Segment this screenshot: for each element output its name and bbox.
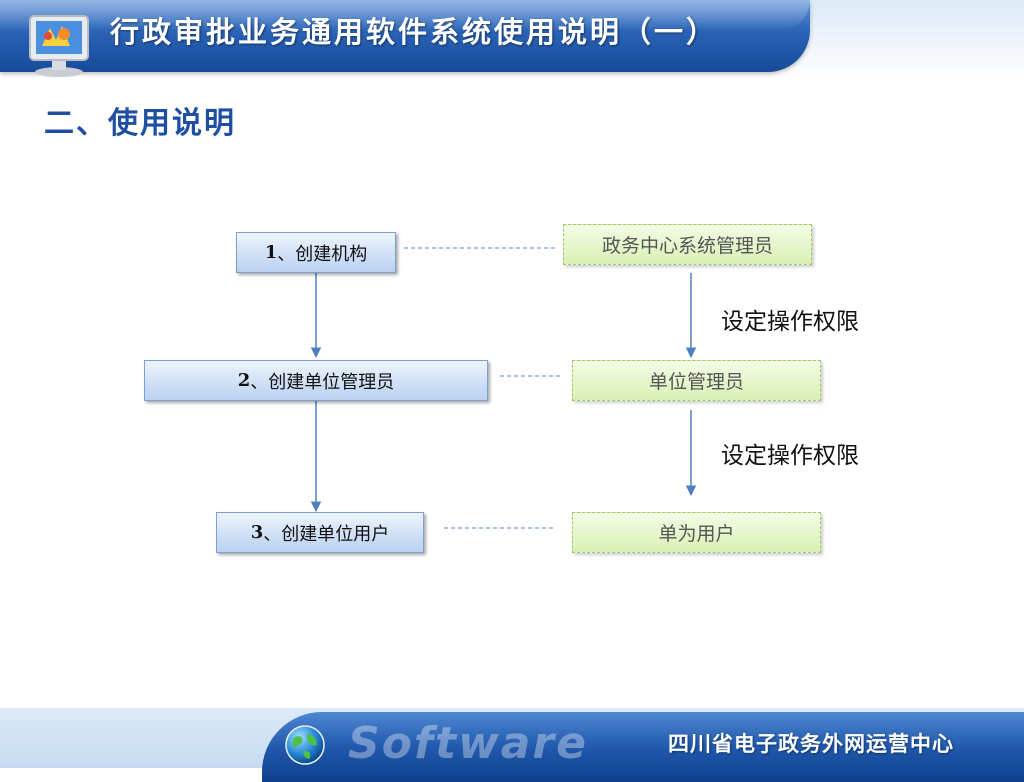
step-box-create-org: 1、创建机构 [236,232,396,273]
step-number: 2 [237,370,251,391]
section-title: 二、使用说明 [44,106,236,141]
role-box-unit-admin: 单位管理员 [572,360,821,401]
step-box-create-unit-admin: 2、创建单位管理员 [144,360,488,401]
role-box-unit-user: 单为用户 [572,512,821,553]
page-header-title: 行政审批业务通用软件系统使用说明（一） [110,15,719,49]
step-label: 、创建单位管理员 [250,371,395,393]
role-box-center-admin: 政务中心系统管理员 [563,224,812,265]
step-number: 3 [250,522,264,543]
header-bar [0,0,810,72]
monitor-logo-icon [29,15,89,77]
footer-watermark: Software [348,718,588,769]
permission-label-2: 设定操作权限 [721,443,859,469]
footer-organization: 四川省电子政务外网运营中心 [668,732,954,756]
step-box-create-unit-user: 3、创建单位用户 [216,512,424,553]
step-label: 、创建机构 [277,243,368,265]
step-label: 、创建单位用户 [263,523,390,545]
permission-label-1: 设定操作权限 [721,309,859,335]
globe-icon [285,725,325,765]
step-number: 1 [264,242,278,263]
